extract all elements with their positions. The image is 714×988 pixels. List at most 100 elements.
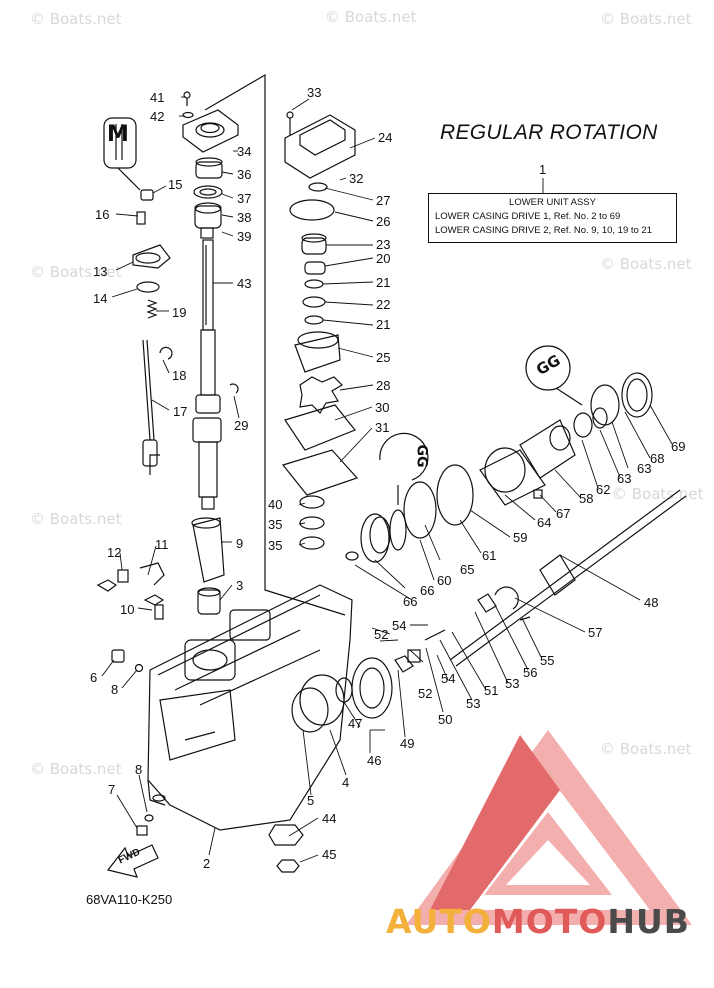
callout-58: 58 [579,491,594,506]
leader-lines [101,96,673,863]
callout-21: 21 [376,317,391,332]
callout-65: 65 [460,562,475,577]
callout-5: 5 [307,793,315,808]
water-pump-group [281,111,359,550]
callout-32: 32 [349,171,364,186]
info-box-row: LOWER CASING DRIVE 2, Ref. No. 9, 10, 19… [435,225,653,236]
callout-48: 48 [644,595,659,610]
callout-8: 8 [111,682,119,697]
callout-40: 40 [268,497,283,512]
callout-20: 20 [376,251,391,266]
callout-36: 36 [237,167,252,182]
callout-16: 16 [95,207,110,222]
callout-26: 26 [376,214,391,229]
callout-14: 14 [93,291,108,306]
callout-12: 12 [107,545,122,560]
callout-22: 22 [376,297,391,312]
callout-18: 18 [172,368,187,383]
callout-31: 31 [375,420,390,435]
callout-62: 62 [596,482,611,497]
callout-24: 24 [378,130,393,145]
callout-52: 52 [374,627,389,642]
callout-41: 41 [150,90,165,105]
callout-37: 37 [237,191,252,206]
callout-4: 4 [342,775,350,790]
callout-13: 13 [93,264,108,279]
callout-50: 50 [438,712,453,727]
callout-2: 2 [203,856,211,871]
watermark: © Boats.net [30,263,122,281]
callout-34: 34 [237,144,252,159]
callout-15: 15 [168,177,183,192]
callout-28: 28 [376,378,391,393]
callout-29: 29 [234,418,249,433]
callout-1: 1 [539,162,547,177]
bottom-hardware [136,814,304,873]
callout-69: 69 [671,439,686,454]
info-box-title: LOWER UNIT ASSY [509,197,596,208]
callout-61: 61 [482,548,497,563]
callout-56: 56 [523,665,538,680]
callout-53: 53 [466,696,481,711]
callout-39: 39 [237,229,252,244]
drive-shaft-group [182,91,239,510]
callout-27: 27 [376,193,391,208]
watermark: © Boats.net [30,10,122,28]
automotohub-logo: AUTOMOTOHUB [386,902,690,941]
watermark: © Boats.net [600,740,692,758]
callout-3: 3 [236,578,244,593]
callout-10: 10 [120,602,135,617]
rotation-heading: REGULAR ROTATION [440,121,658,144]
callout-67: 67 [556,506,571,521]
callout-35: 35 [268,538,283,553]
callout-47: 47 [348,716,363,731]
callout-49: 49 [400,736,415,751]
lower-casing [147,584,353,831]
callout-17: 17 [173,404,188,419]
callout-19: 19 [172,305,187,320]
info-box-row: LOWER CASING DRIVE 1, Ref. No. 2 to 69 [435,211,621,222]
callout-59: 59 [513,530,528,545]
shift-lever-assy [103,117,171,293]
callout-25: 25 [376,350,391,365]
diagram-part-code: 68VA110-K250 [86,892,173,907]
callout-9: 9 [236,536,244,551]
watermark: © Boats.net [30,760,122,778]
mark-m-label: M [107,122,129,147]
small-hardware [96,562,165,673]
callout-35: 35 [268,517,283,532]
watermark: © Boats.net [30,510,122,528]
propeller-shaft-group [291,489,687,733]
callout-63: 63 [617,471,632,486]
watermark: © Boats.net [600,255,692,273]
forward-gear-group [345,372,653,563]
callout-64: 64 [537,515,552,530]
callout-7: 7 [108,782,116,797]
callout-60: 60 [437,573,452,588]
fwd-arrow [106,844,159,878]
callout-55: 55 [540,653,555,668]
watermark: © Boats.net [325,8,417,26]
callout-42: 42 [150,109,165,124]
watermark: © Boats.net [600,10,692,28]
callout-8: 8 [135,762,143,777]
callout-23: 23 [376,237,391,252]
callout-57: 57 [588,625,603,640]
sleeve-and-bushing [191,517,225,615]
logo-part-auto: AUTO [386,902,492,941]
callout-33: 33 [307,85,322,100]
logo-triangle [406,730,692,925]
callout-53: 53 [505,676,520,691]
callout-30: 30 [375,400,390,415]
callout-51: 51 [484,683,499,698]
callout-45: 45 [322,847,337,862]
callout-52: 52 [418,686,433,701]
callout-6: 6 [90,670,98,685]
shift-rod [142,299,239,467]
callout-11: 11 [155,537,169,552]
group-divider-line [149,454,160,475]
callout-66: 66 [420,583,435,598]
group-divider-line [204,73,346,616]
